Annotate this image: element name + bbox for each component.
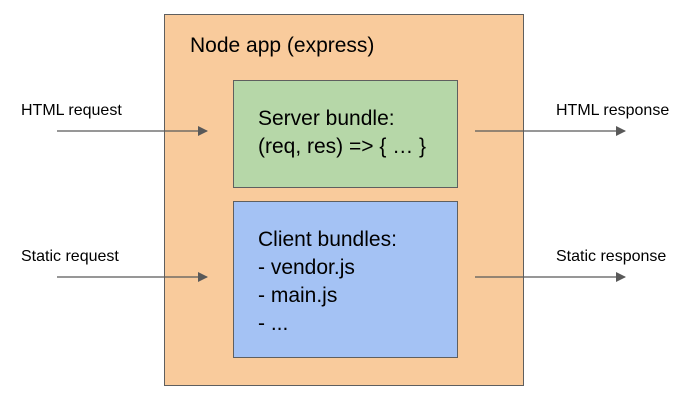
client-bundle-vendor: - vendor.js xyxy=(258,256,355,279)
node-app-title: Node app (express) xyxy=(190,34,375,57)
html-request-label: HTML request xyxy=(21,102,122,119)
static-response-label: Static response xyxy=(556,248,667,265)
server-bundle-title: Server bundle: xyxy=(258,107,395,130)
server-bundle-box: Server bundle: (req, res) => { … } xyxy=(233,80,458,188)
client-bundles-title: Client bundles: xyxy=(258,228,397,251)
client-bundles-box: Client bundles: - vendor.js - main.js - … xyxy=(233,201,458,358)
static-request-label: Static request xyxy=(21,248,119,265)
html-response-label: HTML response xyxy=(556,102,670,119)
server-bundle-handler: (req, res) => { … } xyxy=(258,135,427,158)
client-bundle-main: - main.js xyxy=(258,284,338,307)
client-bundle-more: - ... xyxy=(258,312,289,335)
